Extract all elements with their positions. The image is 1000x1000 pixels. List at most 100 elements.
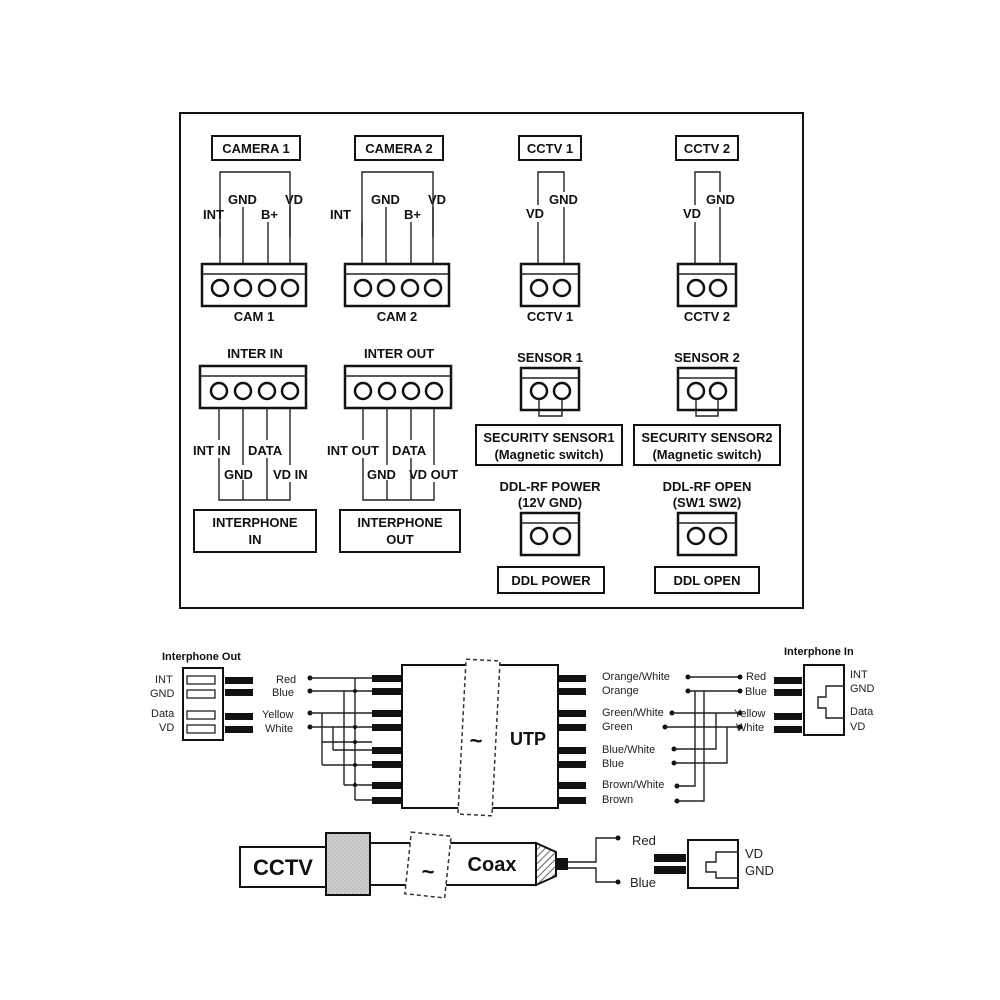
interphone-in-box: [193, 509, 317, 553]
inter-out-pin-vd: VD OUT: [409, 467, 458, 482]
coax-wire-blue: Blue: [630, 875, 656, 890]
ddl-power-group: DDL-RF POWER (12V GND) DDL POWER: [497, 479, 605, 594]
security-sensor2-box: [633, 424, 781, 466]
pair-blue: Blue: [602, 758, 624, 770]
camera1-pin-gnd: GND: [228, 192, 257, 207]
cctv1-title-box: [518, 135, 582, 161]
coax-tilde: ~: [422, 859, 435, 884]
ii-pin-int: INT: [850, 669, 868, 681]
io-pin-data: Data: [151, 708, 175, 720]
pair-brown: Brown: [602, 794, 633, 806]
camera2-title: CAMERA 2: [365, 141, 432, 156]
pair-blue-white: Blue/White: [602, 744, 655, 756]
utp-label: UTP: [510, 729, 546, 749]
camera1-pin-bplus: B+: [261, 207, 278, 222]
camera1-group: CAMERA 1 INT GND B+ VD CAM 1: [200, 135, 308, 324]
coax-cable-body: [369, 842, 537, 886]
coax-plug: [687, 839, 739, 889]
inter-out-pin-data: DATA: [392, 443, 427, 458]
cctv1-pin-vd: VD: [526, 206, 544, 221]
inter-out-group: INTER OUT INT OUT GND DATA VD OUT INTERP…: [327, 346, 461, 553]
ii-wire-white: White: [736, 722, 764, 734]
inter-in-pin-gnd: GND: [224, 467, 253, 482]
coax-break-marker: [404, 831, 452, 899]
ddl-open-group: DDL-RF OPEN (SW1 SW2) DDL OPEN: [654, 479, 760, 594]
interphone-out-line1: INTERPHONE: [357, 515, 443, 530]
camera2-pin-vd: VD: [428, 192, 446, 207]
camera2-pin-bplus: B+: [404, 207, 421, 222]
ii-pin-data: Data: [850, 706, 874, 718]
coax-connector-boot: [325, 832, 371, 896]
cctv2-title-box: [675, 135, 739, 161]
inter-in-title: INTER IN: [227, 346, 283, 361]
ddl-open-box: [654, 566, 760, 594]
interphone-in-plug: [803, 664, 845, 736]
io-wire-red: Red: [276, 674, 296, 686]
interphone-out-box: [339, 509, 461, 553]
interphone-out-line2: OUT: [386, 532, 414, 547]
ii-wire-yellow: Yellow: [734, 708, 765, 720]
security-sensor1-line1: SECURITY SENSOR1: [483, 430, 614, 445]
cctv-label: CCTV: [253, 855, 313, 880]
coax-section: CCTV ~ Coax Red Blue VD GND: [239, 831, 774, 899]
cctv1-title: CCTV 1: [527, 141, 573, 156]
camera2-title-box: [354, 135, 444, 161]
io-pin-int: INT: [155, 674, 173, 686]
inter-in-group: INTER IN INT IN GND DATA VD IN INTERPHON…: [193, 346, 317, 553]
camera1-pin-vd: VD: [285, 192, 303, 207]
camera1-title-box: [211, 135, 301, 161]
ii-pin-vd: VD: [850, 721, 865, 733]
ii-wire-red: Red: [746, 671, 766, 683]
camera1-title: CAMERA 1: [222, 141, 289, 156]
camera2-pin-gnd: GND: [371, 192, 400, 207]
camera1-pin-int: INT: [203, 207, 224, 222]
interphone-in-title: Interphone In: [784, 646, 854, 658]
security-sensor2-line2: (Magnetic switch): [652, 447, 761, 462]
sensor1-title: SENSOR 1: [517, 350, 583, 365]
coax-label: Coax: [468, 854, 517, 876]
inter-in-pin-data: DATA: [248, 443, 283, 458]
cctv2-pin-gnd: GND: [706, 192, 735, 207]
utp-break-marker: [457, 658, 501, 817]
utp-tilde: ~: [470, 728, 483, 753]
io-pin-gnd: GND: [150, 688, 175, 700]
sensor1-group: SENSOR 1 SECURITY SENSOR1 (Magnetic swit…: [475, 350, 623, 466]
pair-orange: Orange: [602, 685, 639, 697]
inter-in-pin-vd: VD IN: [273, 467, 308, 482]
ddl-open-title-line1: DDL-RF OPEN: [663, 479, 752, 494]
ddl-open-connector: [676, 511, 738, 557]
interphone-out-title: Interphone Out: [162, 651, 241, 663]
coax-wire-red: Red: [632, 833, 656, 848]
inter-out-title: INTER OUT: [364, 346, 434, 361]
cctv2-group: CCTV 2 VD GND CCTV 2: [675, 135, 739, 324]
cam2-label: CAM 2: [377, 309, 417, 324]
coax-pin-gnd: GND: [745, 863, 774, 878]
ddl-open-title-line2: (SW1 SW2): [673, 495, 742, 510]
pair-orange-white: Orange/White: [602, 671, 670, 683]
cctv2-title: CCTV 2: [684, 141, 730, 156]
cam1-label: CAM 1: [234, 309, 274, 324]
inter-in-pin-int: INT IN: [193, 443, 231, 458]
io-wire-yellow: Yellow: [262, 709, 293, 721]
cctv1-label: CCTV 1: [527, 309, 573, 324]
coax-pin-vd: VD: [745, 846, 763, 861]
ii-wire-blue: Blue: [745, 686, 767, 698]
sensor2-group: SENSOR 2 SECURITY SENSOR2 (Magnetic swit…: [633, 350, 781, 466]
sensor2-connector: [676, 366, 738, 412]
camera2-pin-int: INT: [330, 207, 351, 222]
coax-stripped-end: [535, 841, 557, 887]
security-sensor1-box: [475, 424, 623, 466]
io-pin-vd: VD: [159, 722, 174, 734]
inter-out-pin-gnd: GND: [367, 467, 396, 482]
ii-pin-gnd: GND: [850, 683, 875, 695]
pair-green: Green: [602, 721, 633, 733]
pair-brown-white: Brown/White: [602, 779, 664, 791]
cctv2-pin-vd: VD: [683, 206, 701, 221]
cctv2-label: CCTV 2: [684, 309, 730, 324]
io-wire-blue: Blue: [272, 687, 294, 699]
inter-out-pin-int: INT OUT: [327, 443, 379, 458]
interphone-in-line2: IN: [249, 532, 262, 547]
interphone-in-line1: INTERPHONE: [212, 515, 298, 530]
security-sensor2-line1: SECURITY SENSOR2: [641, 430, 772, 445]
cctv1-group: CCTV 1 VD GND CCTV 1: [518, 135, 582, 324]
